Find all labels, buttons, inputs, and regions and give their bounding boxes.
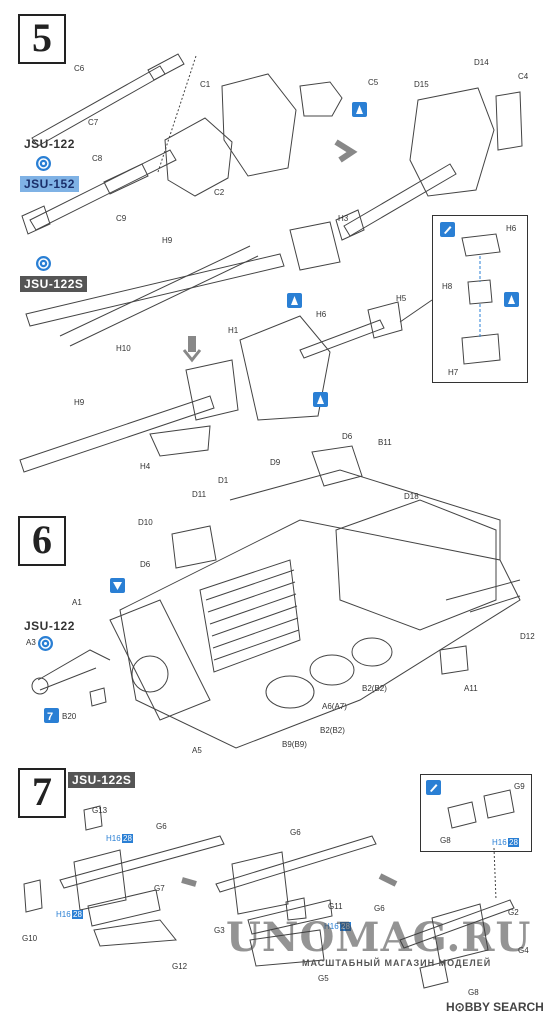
variant-switch-icon bbox=[36, 256, 51, 271]
variant-label-jsu122s: JSU-122S bbox=[20, 276, 88, 292]
brand-logo: H⊙BBY SEARCH bbox=[446, 1000, 544, 1014]
part-label: H6 bbox=[316, 310, 327, 319]
part-label: C9 bbox=[116, 214, 127, 223]
part-label: B11 bbox=[378, 438, 392, 447]
part-label: G4 bbox=[518, 946, 529, 955]
part-label: A11 bbox=[464, 684, 478, 693]
variant-label-jsu122-step6: JSU-122 bbox=[24, 619, 75, 633]
paint-brush-icon bbox=[440, 222, 455, 237]
part-label: D1 bbox=[218, 476, 229, 485]
variant-switch-icon bbox=[36, 156, 51, 171]
part-label: G3 bbox=[214, 926, 225, 935]
step-number-5: 5 bbox=[18, 14, 66, 64]
variant-label-jsu122s-step7: JSU-122S bbox=[68, 772, 136, 788]
ref-mark-number: 28 bbox=[340, 922, 351, 931]
part-label: C5 bbox=[368, 78, 379, 87]
part-label: C7 bbox=[88, 118, 99, 127]
part-label: H6 bbox=[506, 224, 517, 233]
part-label: H9 bbox=[74, 398, 85, 407]
part-label: G5 bbox=[318, 974, 329, 983]
step-number-7: 7 bbox=[18, 768, 66, 818]
part-label: H7 bbox=[448, 368, 459, 377]
glue-icon bbox=[313, 392, 328, 407]
part-label: D10 bbox=[138, 518, 153, 527]
detail-inset-g8-g9 bbox=[420, 774, 532, 852]
part-label: H9 bbox=[162, 236, 173, 245]
part-label: H3 bbox=[338, 214, 349, 223]
variant-label-jsu152: JSU-152 bbox=[20, 176, 79, 192]
step-number-6: 6 bbox=[18, 516, 66, 566]
ref-mark: H16 bbox=[324, 922, 339, 931]
watermark-text: UNOMAG.RU bbox=[226, 914, 532, 961]
part-label: G8 bbox=[468, 988, 479, 997]
part-label: H4 bbox=[140, 462, 151, 471]
ref-mark: H16 bbox=[56, 910, 71, 919]
part-label: H5 bbox=[396, 294, 407, 303]
part-label: G10 bbox=[22, 934, 38, 943]
part-label: B20 bbox=[62, 712, 77, 721]
part-label: C6 bbox=[74, 64, 85, 73]
part-label: D6 bbox=[140, 560, 151, 569]
part-label: H8 bbox=[442, 282, 453, 291]
part-label: G8 bbox=[440, 836, 451, 845]
part-label: D12 bbox=[520, 632, 535, 641]
glue-icon bbox=[287, 293, 302, 308]
attention-icon bbox=[110, 578, 125, 593]
glue-icon bbox=[504, 292, 519, 307]
part-label: B9(B9) bbox=[282, 740, 307, 749]
part-label: H10 bbox=[116, 344, 131, 353]
paint-brush-icon bbox=[426, 780, 441, 795]
part-label: D18 bbox=[404, 492, 419, 501]
ref-mark-number: 28 bbox=[508, 838, 519, 847]
ref-mark: H16 bbox=[106, 834, 121, 843]
part-label: A1 bbox=[72, 598, 82, 607]
ref-mark: H16 bbox=[492, 838, 507, 847]
variant-switch-icon bbox=[38, 636, 53, 651]
part-label: G6 bbox=[290, 828, 301, 837]
part-label: D6 bbox=[342, 432, 353, 441]
part-label: D11 bbox=[192, 490, 207, 499]
part-label: D9 bbox=[270, 458, 281, 467]
watermark-subtitle: МАСШТАБНЫЙ МАГАЗИН МОДЕЛЕЙ bbox=[302, 958, 492, 968]
part-label: C4 bbox=[518, 72, 529, 81]
ref-mark-number: 28 bbox=[122, 834, 133, 843]
part-label: G13 bbox=[92, 806, 108, 815]
part-label: B2(B2) bbox=[320, 726, 345, 735]
svg-text:7: 7 bbox=[47, 711, 53, 723]
part-label: A6(A7) bbox=[322, 702, 347, 711]
variant-label-jsu122: JSU-122 bbox=[24, 137, 75, 151]
part-label: G12 bbox=[172, 962, 188, 971]
part-label: G11 bbox=[328, 902, 343, 911]
part-label: C2 bbox=[214, 188, 225, 197]
part-label: G6 bbox=[156, 822, 167, 831]
part-label: G9 bbox=[514, 782, 525, 791]
part-label: D14 bbox=[474, 58, 489, 67]
step-reference-icon: 7 bbox=[44, 708, 59, 723]
part-label: G2 bbox=[508, 908, 519, 917]
glue-icon bbox=[352, 102, 367, 117]
part-label: A5 bbox=[192, 746, 202, 755]
part-label: G6 bbox=[374, 904, 385, 913]
part-label: D15 bbox=[414, 80, 429, 89]
part-label: C1 bbox=[200, 80, 211, 89]
part-label: H1 bbox=[228, 326, 239, 335]
part-label: B2(B2) bbox=[362, 684, 387, 693]
ref-mark-number: 28 bbox=[72, 910, 83, 919]
part-label: G7 bbox=[154, 884, 165, 893]
part-label: A3 bbox=[26, 638, 36, 647]
part-label: C8 bbox=[92, 154, 103, 163]
